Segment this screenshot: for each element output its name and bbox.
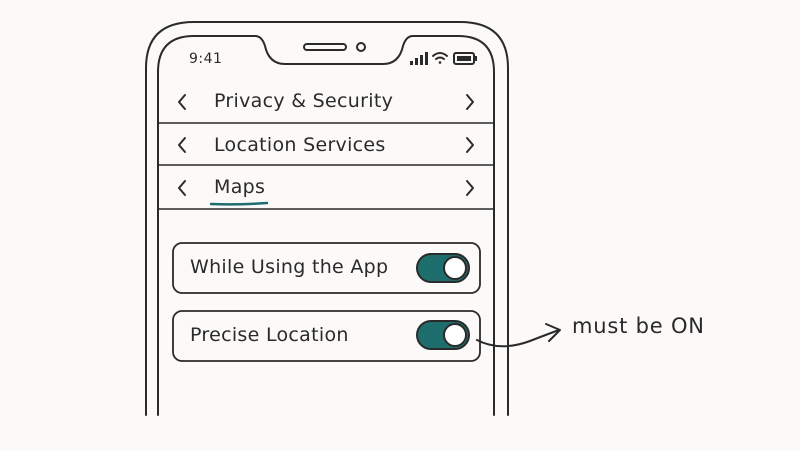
cellular-signal-icon [410, 52, 428, 65]
camera-dot [356, 42, 366, 52]
battery-icon [453, 52, 477, 65]
chevron-left-icon [178, 180, 186, 196]
breadcrumb-item-location-services[interactable]: Location Services [214, 134, 386, 156]
breadcrumb-item-privacy-security[interactable]: Privacy & Security [214, 90, 394, 112]
chevron-left-icon [178, 94, 186, 110]
precise-location-toggle[interactable] [416, 320, 470, 350]
setting-box-1 [172, 242, 481, 294]
chevron-right-icon [466, 94, 474, 110]
setting-box-2 [172, 310, 481, 362]
chevron-icons [178, 94, 474, 196]
annotation-arrow [476, 323, 561, 348]
speaker-grille [303, 43, 347, 51]
setting-label: Precise Location [190, 324, 349, 346]
wifi-icon [432, 52, 448, 64]
status-time: 9:41 [189, 51, 223, 67]
chevron-left-icon [178, 137, 186, 153]
current-item-underline [209, 201, 269, 206]
chevron-right-icon [466, 137, 474, 153]
breadcrumb-item-maps[interactable]: Maps [214, 176, 266, 198]
annotation-text: must be ON [572, 314, 705, 338]
toggle-knob [443, 323, 467, 347]
while-using-toggle[interactable] [416, 253, 470, 283]
setting-label: While Using the App [190, 256, 389, 278]
chevron-right-icon [466, 180, 474, 196]
toggle-knob [443, 256, 467, 280]
